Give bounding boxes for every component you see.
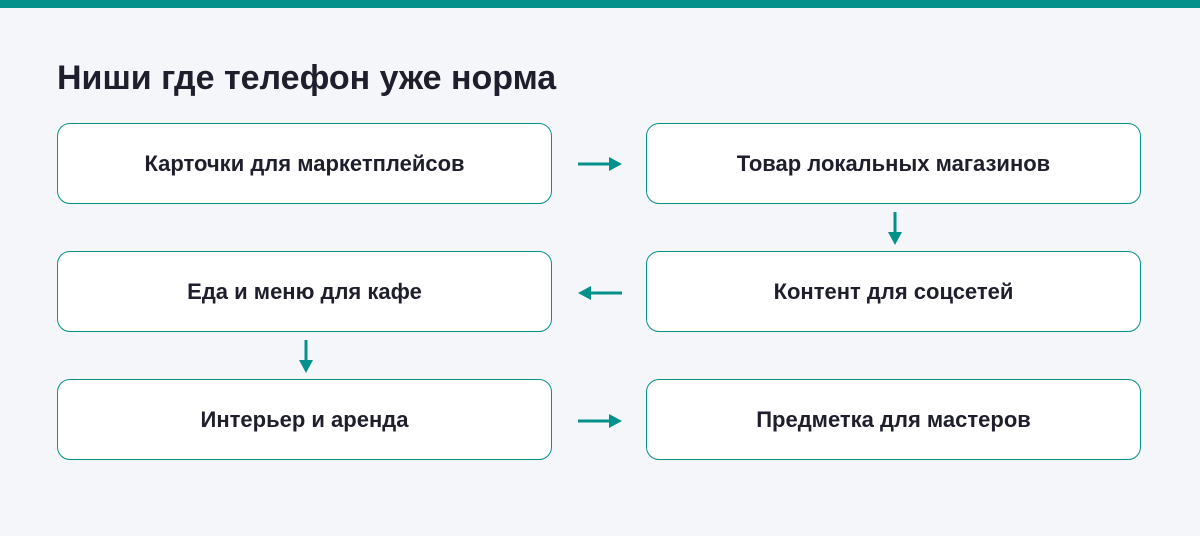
node-label: Интерьер и аренда xyxy=(200,406,409,432)
node-interior-rental: Интерьер и аренда xyxy=(57,379,552,460)
top-accent-bar xyxy=(0,0,1200,8)
node-label: Предметка для мастеров xyxy=(756,406,1031,432)
arrow-down-icon xyxy=(299,340,313,373)
node-label: Карточки для маркетплейсов xyxy=(144,150,465,176)
node-social-content: Контент для соцсетей xyxy=(646,251,1141,332)
node-masters-product-shots: Предметка для мастеров xyxy=(646,379,1141,460)
arrow-down-icon xyxy=(888,212,902,245)
arrow-left-icon xyxy=(578,286,622,300)
node-cafe-food-menu: Еда и меню для кафе xyxy=(57,251,552,332)
arrow-right-icon xyxy=(578,157,622,171)
node-label: Еда и меню для кафе xyxy=(187,278,422,304)
node-marketplace-cards: Карточки для маркетплейсов xyxy=(57,123,552,204)
node-local-store-goods: Товар локальных магазинов xyxy=(646,123,1141,204)
node-label: Контент для соцсетей xyxy=(773,278,1014,304)
diagram-title: Ниши где телефон уже норма xyxy=(57,59,557,97)
arrow-right-icon xyxy=(578,414,622,428)
node-label: Товар локальных магазинов xyxy=(736,150,1051,176)
